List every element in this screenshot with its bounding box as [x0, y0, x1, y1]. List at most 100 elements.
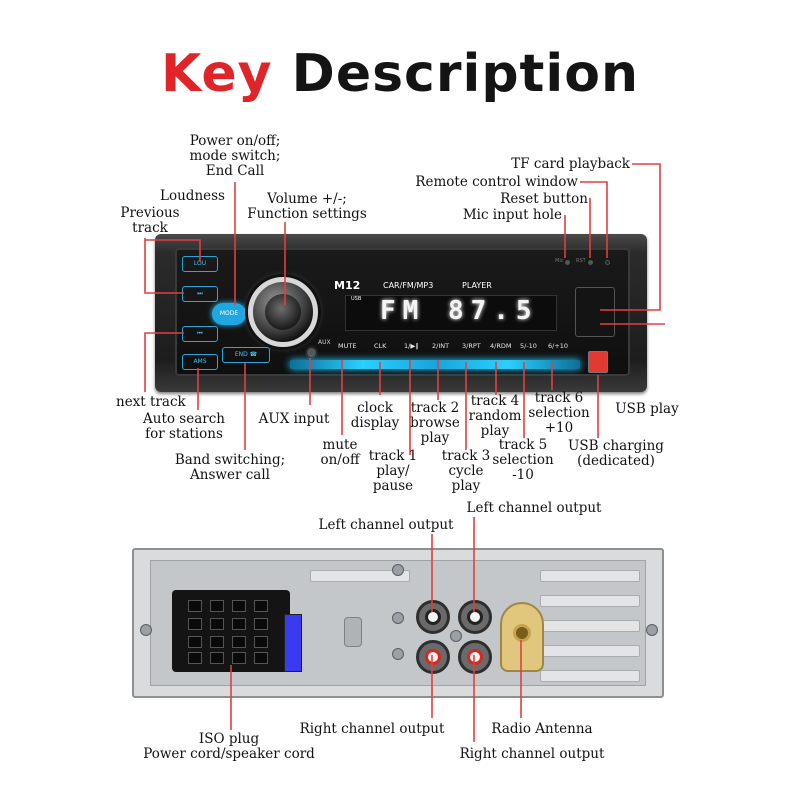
iso-pin: [210, 636, 224, 648]
label-clock: clock display: [350, 400, 400, 431]
label-right-channel-2: Right channel output: [459, 746, 605, 762]
key-backlight-strip: [290, 360, 580, 369]
iso-pin: [210, 618, 224, 630]
label-iso-plug: ISO plug Power cord/speaker cord: [143, 731, 315, 762]
screw-icon: [392, 648, 404, 660]
label-previous-track: Previous track: [120, 205, 180, 236]
key-1[interactable]: 1/▶‖: [404, 342, 419, 350]
screw-icon: [646, 624, 658, 636]
reset-hole[interactable]: [588, 260, 593, 265]
label-loudness: Loudness: [160, 188, 225, 204]
key-2[interactable]: 2/INT: [432, 342, 450, 350]
rca-left-2[interactable]: [458, 600, 492, 634]
iso-pin: [188, 636, 202, 648]
label-left-channel-1: Left channel output: [318, 517, 454, 533]
screw-icon: [392, 612, 404, 624]
title-key: Key: [161, 44, 273, 104]
iso-pin: [254, 618, 268, 630]
mode-button[interactable]: MODE: [212, 303, 246, 325]
iso-pin: [232, 652, 246, 664]
label-remote-window: Remote control window: [415, 174, 578, 190]
key-4[interactable]: 4/RDM: [490, 342, 512, 350]
tf-card-slot[interactable]: [575, 287, 615, 337]
usb-charging-port[interactable]: [588, 351, 608, 373]
label-band-switching: Band switching; Answer call: [174, 452, 286, 483]
ground-slot: [344, 617, 362, 647]
lcd-usb-indicator: USB: [351, 296, 362, 302]
page-title: Key Description: [0, 44, 800, 104]
rst-text: RST: [576, 258, 586, 264]
label-power: Power on/off; mode switch; End Call: [189, 133, 281, 179]
next-track-button[interactable]: ⏮: [182, 326, 218, 342]
previous-track-button[interactable]: ⏭: [182, 286, 218, 302]
label-right-channel-1: Right channel output: [299, 721, 445, 737]
vent-slot: [540, 645, 640, 657]
fuse: [284, 614, 302, 672]
lcd-frequency: FM 87.5: [380, 296, 539, 326]
vent-slot: [310, 570, 410, 582]
label-track-3: track 3 cycle play: [441, 448, 491, 494]
title-description: Description: [291, 44, 639, 104]
screw-icon: [392, 564, 404, 576]
rca-right-1[interactable]: [416, 640, 450, 674]
iso-pin: [188, 600, 202, 612]
mic-hole: [565, 260, 570, 265]
label-reset-button: Reset button: [500, 191, 588, 207]
iso-pin: [232, 636, 246, 648]
key-5[interactable]: 5/-10: [520, 342, 537, 350]
lcd-display: [345, 295, 557, 331]
label-track-4: track 4 random play: [468, 393, 522, 439]
key-6[interactable]: 6/+10: [548, 342, 569, 350]
iso-pin: [254, 652, 268, 664]
label-tf-card: TF card playback: [511, 156, 630, 172]
rca-right-2[interactable]: [458, 640, 492, 674]
iso-pin: [210, 600, 224, 612]
label-next-track: next track: [116, 394, 186, 410]
rca-left-1[interactable]: [416, 600, 450, 634]
aux-text: AUX: [318, 339, 331, 346]
label-auto-search: Auto search for stations: [143, 411, 225, 442]
iso-pin: [254, 636, 268, 648]
label-usb-charging: USB charging (dedicated): [568, 438, 664, 469]
rca-socket: [467, 609, 483, 625]
vent-slot: [540, 670, 640, 682]
iso-pin: [232, 600, 246, 612]
screw-icon: [140, 624, 152, 636]
player-text: PLAYER: [462, 281, 492, 290]
key-clk[interactable]: CLK: [374, 342, 387, 350]
iso-plug[interactable]: [172, 590, 290, 672]
label-track-1: track 1 play/ pause: [368, 448, 418, 494]
label-track-2: track 2 browse play: [410, 400, 460, 446]
antenna-hole: [513, 624, 531, 642]
iso-pin: [232, 618, 246, 630]
label-track-5: track 5 selection -10: [492, 437, 554, 483]
vent-slot: [540, 570, 640, 582]
label-mic-hole: Mic input hole: [462, 207, 562, 223]
key-mute[interactable]: MUTE: [338, 342, 357, 350]
rca-socket: [467, 649, 483, 665]
volume-knob-center: [265, 294, 301, 330]
rca-socket: [425, 609, 441, 625]
vent-slot: [540, 620, 640, 632]
model-name: M12: [334, 279, 361, 292]
aux-jack[interactable]: [305, 346, 318, 359]
antenna-socket[interactable]: [500, 602, 544, 672]
end-call-button[interactable]: END ☎: [222, 347, 270, 363]
iso-pin: [254, 600, 268, 612]
label-volume: Volume +/-; Function settings: [247, 191, 367, 222]
key-3[interactable]: 3/RPT: [462, 342, 481, 350]
label-usb-play: USB play: [615, 401, 679, 417]
label-radio-antenna: Radio Antenna: [491, 721, 593, 737]
label-left-channel-2: Left channel output: [466, 500, 602, 516]
iso-pin: [210, 652, 224, 664]
mode-text: CAR/FM/MP3: [383, 281, 434, 290]
iso-pin: [188, 652, 202, 664]
volume-knob[interactable]: [248, 277, 318, 347]
label-mute: mute on/off: [320, 437, 360, 468]
ams-button[interactable]: AMS: [182, 354, 218, 370]
lou-button[interactable]: LOU: [182, 256, 218, 272]
vent-slot: [540, 595, 640, 607]
end-call-label: END: [234, 351, 248, 358]
remote-window: [605, 260, 610, 265]
label-aux-input: AUX input: [258, 411, 330, 427]
